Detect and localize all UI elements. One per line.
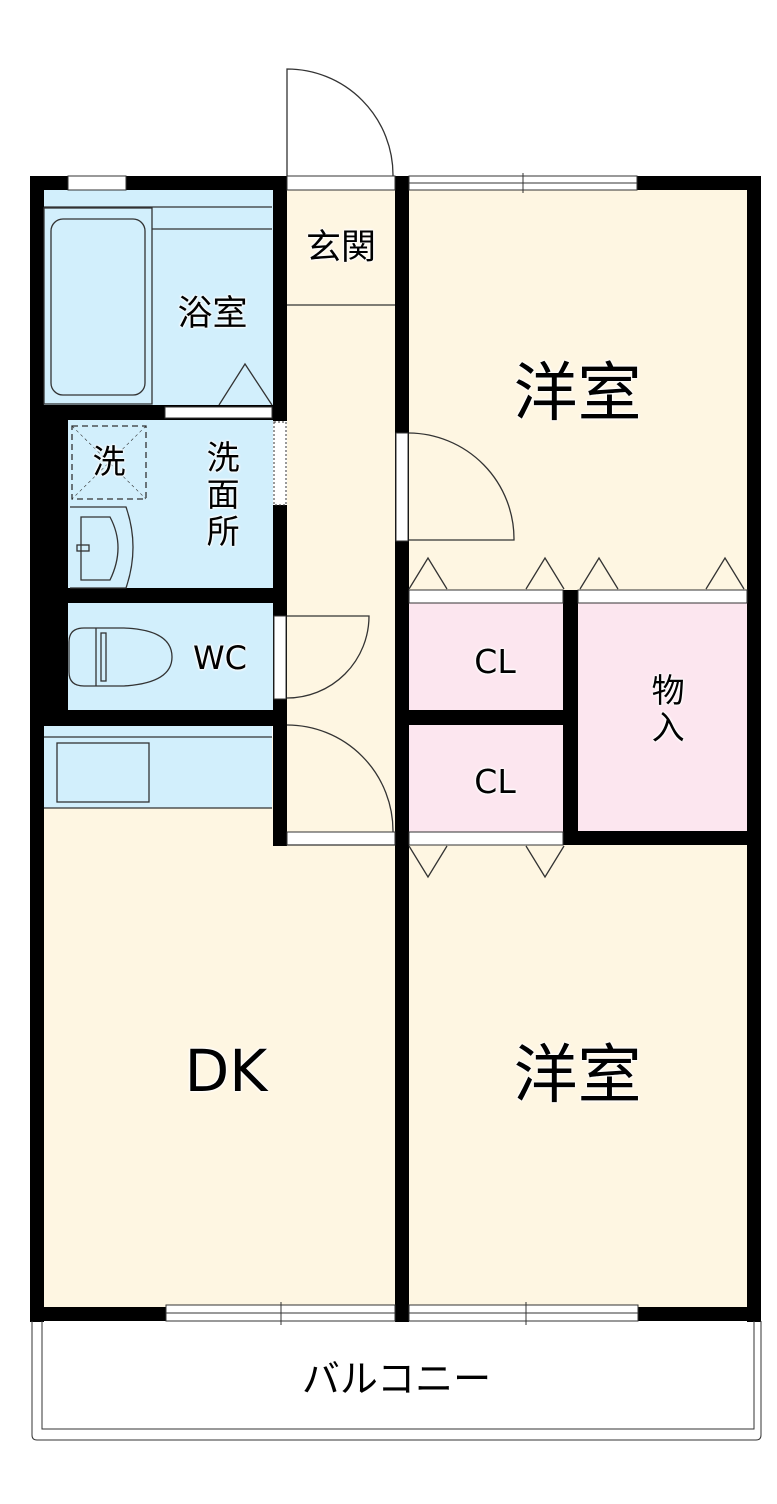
entrance-door-swing (286, 68, 394, 177)
dk-floor (43, 737, 395, 1307)
washer-label: 洗 (92, 442, 126, 481)
wash-basin (70, 506, 134, 589)
closet-upper-floor (408, 603, 563, 710)
dining-kitchen-label: DK (184, 1037, 268, 1105)
entrance-label: 玄関 (305, 228, 376, 268)
western-room-north-floor (408, 190, 747, 592)
fixtures (31, 68, 762, 1441)
western-room-north-label: 洋室 (513, 357, 642, 431)
closet-upper-label: CL (474, 642, 516, 681)
storage-opening (577, 589, 748, 604)
closet-lower-label: CL (474, 762, 516, 801)
bathroom-label: 浴室 (177, 294, 248, 334)
balcony-railing (31, 1321, 762, 1441)
toilet-floor (68, 603, 273, 710)
toilet-label: WC (193, 639, 247, 677)
western-room-south-label: 洋室 (513, 1039, 642, 1113)
north-room-door-swing (408, 432, 515, 541)
entrance-threshold (286, 175, 396, 191)
dk-door-opening (286, 831, 396, 846)
dk-door-swing (286, 724, 394, 833)
kitchen-counter (44, 726, 272, 808)
washroom-label: 洗面所 (206, 438, 240, 551)
storage-floor (578, 603, 747, 831)
western-room-south-floor (408, 845, 747, 1307)
toilet-door-swing (286, 615, 370, 699)
hallway-floor (287, 190, 395, 833)
washer-pan (71, 425, 147, 500)
storage-label: 物入 (651, 671, 685, 747)
washroom-opening (273, 421, 287, 506)
closet-lower-floor (408, 725, 563, 832)
north-room-door-opening (395, 432, 409, 542)
openings (67, 173, 748, 1325)
bathroom-window (67, 175, 127, 191)
toilet-bowl (68, 627, 173, 687)
bathtub (43, 207, 153, 405)
washroom-floor (68, 420, 273, 588)
balcony-label: バルコニー (301, 1357, 492, 1401)
closet-upper-opening (408, 589, 564, 604)
bathroom-door-opening (164, 406, 273, 419)
closet-lower-opening (408, 831, 564, 846)
bathroom-floor (43, 190, 273, 405)
kitchen-sink (56, 742, 150, 803)
toilet-door-opening (273, 615, 287, 700)
